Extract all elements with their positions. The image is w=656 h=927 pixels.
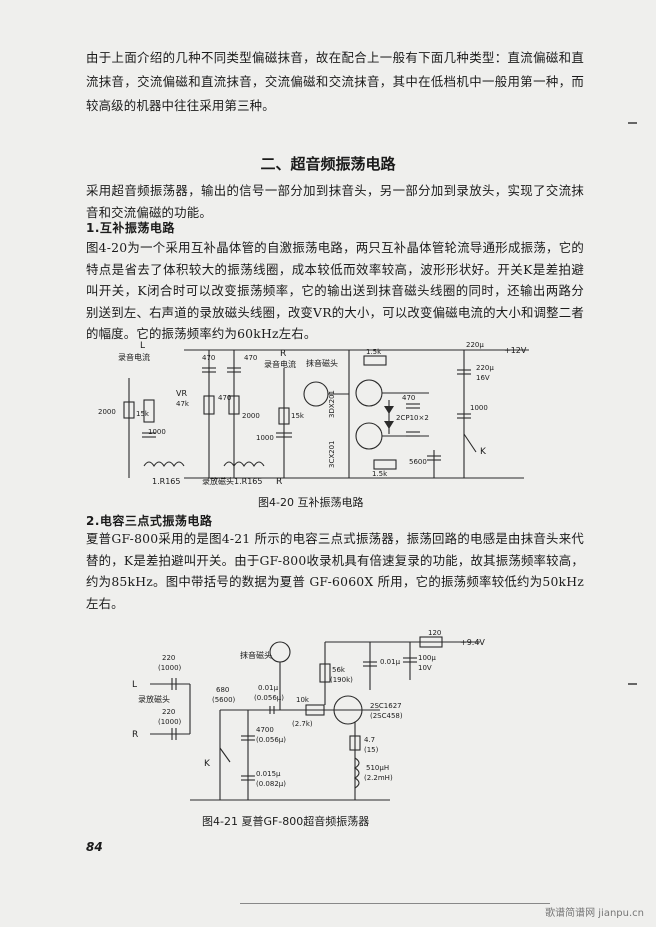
fig21-label-r27k: (2.7k) [292,720,313,728]
complementary-paragraph: 图4-20为一个采用互补晶体管的自激振荡电路，两只互补晶体管轮流导通形成振荡，它… [86,240,584,341]
fig21-label-r15: (15) [364,746,379,754]
section-intro-paragraph: 采用超音频振荡器，输出的信号一部分加到抹音头，另一部分加到录放头，实现了交流抹音… [86,183,584,220]
fig20-label-r15k-top: 1.5k [366,348,382,356]
fig20-label-lr165b: 1.R165 [234,477,262,486]
fig20-label-lr165a: 1.R165 [152,477,180,486]
fig21-label-r56k: 56k [332,666,346,674]
fig20-label-c1000: 1000 [148,428,166,436]
fig21-label-c4700: 4700 [256,726,274,734]
fig20-label-t1: 3CX201 [328,441,336,469]
fig20-label-c470c: 470 [218,394,231,402]
fig21-label-head: 录放磁头 [138,694,170,704]
fig20-label-r-bottom: R [276,477,282,487]
fig20-label-r15k2: 15k [291,412,305,420]
fig20-label-rec-current: 录音电流 [118,352,150,362]
margin-mark [628,683,637,685]
fig20-label-c1000c: 1000 [470,404,488,412]
fig20-label-r: R [280,349,286,359]
fig20-label-c470b: 470 [244,354,257,362]
fig20-label-c2000: 2000 [98,408,116,416]
fig21-label-plus94v: +9.4V [460,638,485,647]
fig20-label-vr-val: 47k [176,400,190,408]
fig21-label-c0056: (0.056μ) [254,694,284,702]
fig20-label-r15k-bot: 1.5k [372,470,388,478]
fig21-label-t-main: 2SC1627 [370,702,402,710]
bottom-rule [240,903,550,904]
fig21-label-c001: 0.01μ [258,684,279,692]
fig21-label-c0015: 0.015μ [256,770,281,778]
page-number: 84 [86,840,103,854]
fig21-label-c5600: (5600) [212,696,236,704]
fig21-label-erase-head: 抹音磁头 [240,650,272,660]
figure-4-20-caption: 图4-20 互补振荡电路 [258,496,364,509]
fig20-label-c5600: 5600 [409,458,427,466]
margin-mark [628,122,637,124]
fig20-label-c220b: 220μ [476,364,494,372]
fig21-label-c1000-top: (1000) [158,664,182,672]
fig21-label-c220-bot: 220 [162,708,175,716]
section-title: 二、超音频振荡电路 [260,155,396,173]
fig21-label-c001b: 0.01μ [380,658,401,666]
capacitor-paragraph: 夏普GF-800采用的是图4-21 所示的电容三点式振荡器，振荡回路的电感是由抹… [86,531,584,611]
fig20-label-k: K [480,447,487,457]
figure-4-20-circuit: L 录音电流 470 470 R 录音电流 抹音磁头 1.5k 220μ +12… [98,341,529,487]
fig21-label-c680: 680 [216,686,229,694]
fig21-label-c0056b: (0.056μ) [256,736,286,744]
intro-paragraph: 由于上面介绍的几种不同类型偏磁抹音，故在配合上一般有下面几种类型：直流偏磁和直流… [86,50,584,113]
fig20-label-c470d: 470 [402,394,415,402]
fig21-label-c1000-bot: (1000) [158,718,182,726]
fig21-label-v10: 10V [418,664,432,672]
fig21-label-c220-top: 220 [162,654,175,662]
fig21-label-c100: 100μ [418,654,436,662]
figure-4-21-circuit: 220 (1000) L 录放磁头 220 (1000) R 抹音磁头 680 … [132,630,485,801]
fig20-label-l: L [140,341,145,351]
fig20-label-erase-head: 抹音磁头 [306,358,338,368]
fig20-label-t2: 3DX201 [328,390,336,418]
fig20-label-c220: 220μ [466,341,484,349]
fig20-label-c470a: 470 [202,354,215,362]
fig21-label-r190k: (190k) [330,676,353,684]
fig20-label-c1000b: 1000 [256,434,274,442]
fig20-label-d1: 2CP10×2 [396,414,429,422]
fig20-label-vr: VR [176,389,187,398]
fig21-label-r120: 120 [428,630,441,637]
fig20-label-plus12v: +12V [504,346,527,355]
fig20-label-head: 录放磁头 [202,476,234,486]
fig21-label-k: K [204,759,211,769]
subheading-capacitor: 2.电容三点式振荡电路 [86,514,213,528]
fig21-label-l22: (2.2mH) [364,774,393,782]
fig20-label-rec-current2: 录音电流 [264,359,296,369]
subheading-complementary: 1.互补振荡电路 [86,221,175,235]
watermark: 歌谱简谱网 jianpu.cn [545,908,644,919]
fig21-label-t-alt: (2SC458) [370,712,403,720]
fig21-label-l: L [132,680,137,690]
fig21-label-r: R [132,730,138,740]
fig21-label-l510: 510μH [366,764,389,772]
fig20-label-c2000b: 2000 [242,412,260,420]
figure-4-21-caption: 图4-21 夏普GF-800超音频振荡器 [202,815,370,828]
fig21-label-r47: 4.7 [364,736,375,744]
fig21-label-c0082: (0.082μ) [256,780,286,788]
fig21-label-r10k: 10k [296,696,310,704]
fig20-label-v16: 16V [476,374,490,382]
fig20-label-r15k: 15k [136,410,150,418]
